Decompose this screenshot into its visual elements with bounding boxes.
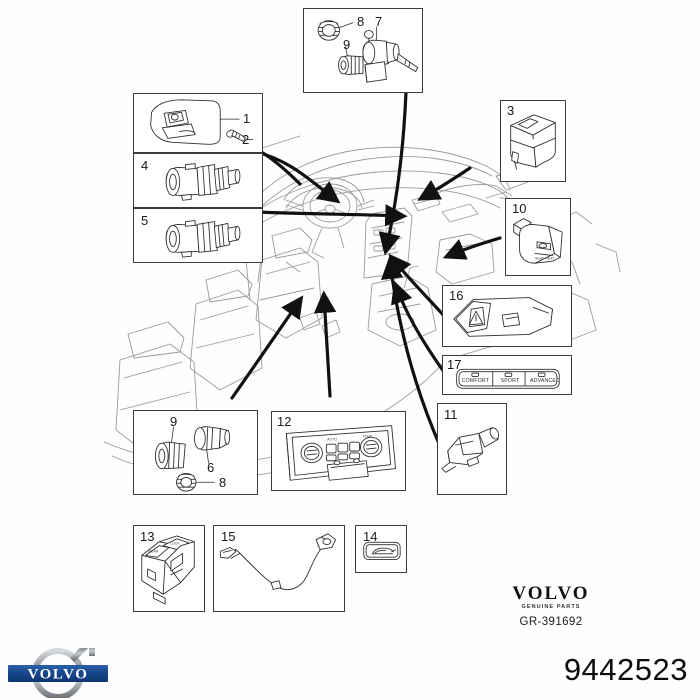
volvo-wordmark: VOLVO (512, 583, 590, 604)
callout-box-micro-switch: 11 (437, 403, 507, 495)
genuine-parts-subtitle: GENUINE PARTS (521, 603, 581, 610)
volvo-genuine-parts-brand: VOLVO GENUINE PARTS GR-391692 (496, 584, 606, 628)
part-number-2: 2 (242, 132, 250, 147)
part-number-8-lower: 8 (219, 475, 227, 490)
callout-box-tailgate-release-button: 14 (355, 525, 407, 573)
callout-box-drive-mode-switch: 17 COMFORT SPORT ADVANCED (442, 355, 572, 395)
part-number-3: 3 (507, 103, 515, 118)
mode-label-sport[interactable]: SPORT (500, 377, 520, 384)
part-number-1: 1 (243, 111, 251, 126)
part-number-9-lower: 9 (170, 414, 178, 429)
part-number-15: 15 (221, 529, 236, 544)
part-number-16: 16 (449, 288, 464, 303)
callout-box-window-lift-switch: 3 (500, 100, 566, 182)
volvo-logo-text: VOLVO (27, 667, 88, 683)
svg-text:LOCK: LOCK (170, 542, 180, 546)
svg-text:SEAT HEAT: SEAT HEAT (535, 256, 554, 260)
part-number-main: 9442523 (563, 652, 688, 687)
callout-box-door-switch-panel: 1 2 (133, 93, 263, 153)
callout-box-lock-cylinder-set: 9 6 8 (133, 410, 258, 495)
callout-box-brake-light-switch: 4 (133, 153, 263, 208)
callout-box-clutch-pedal-switch: 5 (133, 208, 263, 263)
svg-text:AUTO: AUTO (327, 437, 337, 441)
callout-box-hazard-warning-switch: 16 (442, 285, 572, 347)
part-number-9-top: 9 (343, 37, 351, 52)
svg-text:TEMP: TEMP (362, 434, 373, 438)
mode-label-advanced[interactable]: ADVANCED (529, 377, 561, 384)
mode-label-comfort[interactable]: COMFORT (461, 377, 490, 384)
part-number-17: 17 (447, 357, 462, 372)
callout-box-rear-climate-panel: AUTO TEMP 12 (271, 411, 406, 491)
svg-text:REAR: REAR (149, 549, 159, 553)
part-number-6: 6 (207, 460, 215, 475)
callout-box-cable-harness: 15 (213, 525, 345, 612)
part-number-12: 12 (277, 414, 292, 429)
callout-box-window-switch-cluster: REAR LOCK 13 (133, 525, 205, 612)
part-number-8-top: 8 (357, 14, 365, 29)
volvo-logo-icon: VOLVO (8, 648, 108, 698)
part-number-14: 14 (363, 529, 378, 544)
part-number-4: 4 (141, 158, 149, 173)
part-number-13: 13 (140, 529, 155, 544)
callout-box-seat-heater-switch: SEAT HEAT 10 (505, 198, 571, 276)
part-number-11: 11 (444, 407, 458, 422)
callout-box-ignition-lock: 8 9 7 (303, 8, 423, 93)
part-number-5: 5 (141, 213, 149, 228)
part-number-10: 10 (512, 201, 527, 216)
part-number-7: 7 (375, 14, 383, 29)
reference-code: GR-391692 (519, 615, 583, 628)
